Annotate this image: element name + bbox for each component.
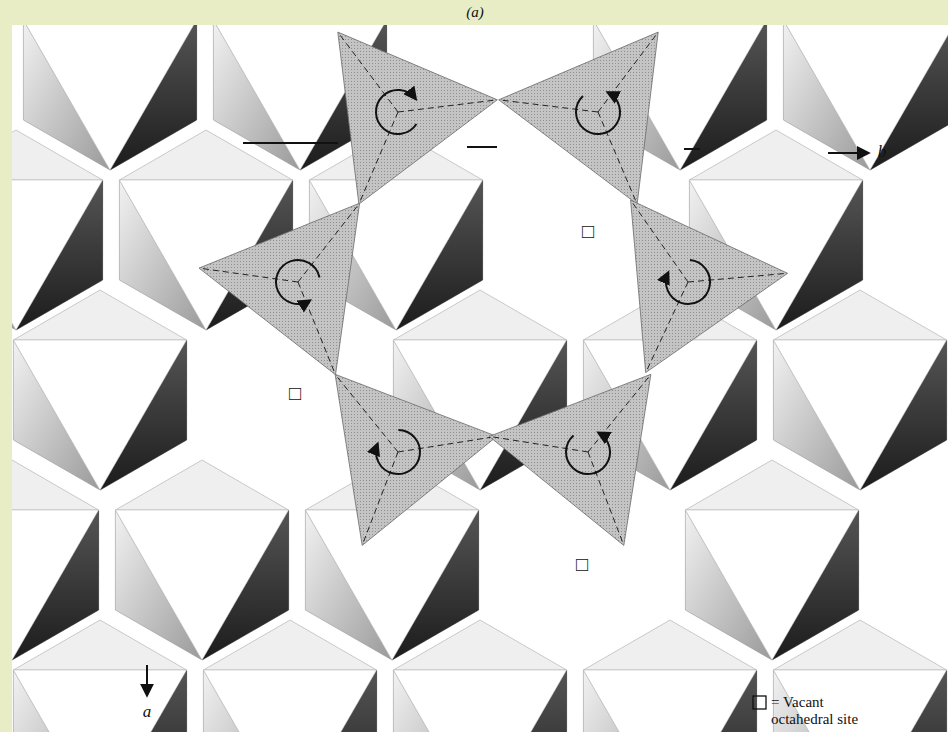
octahedron	[13, 290, 186, 490]
axis-label: b	[878, 143, 887, 162]
rotation-arrow	[376, 90, 416, 134]
vacant-site-mark: □	[582, 220, 594, 242]
tetrahedron	[631, 200, 788, 373]
octahedron	[23, 25, 196, 170]
octahedron	[115, 460, 288, 660]
vacant-site-mark: □	[576, 553, 588, 575]
tetrahedron	[489, 374, 651, 545]
rotation-arrow	[666, 260, 710, 304]
octahedron	[203, 620, 376, 732]
tetrahedron	[335, 374, 497, 545]
octahedron	[773, 290, 946, 490]
octahedron	[393, 620, 566, 732]
rotation-arrow	[576, 92, 620, 134]
axis-label: a	[143, 703, 152, 722]
rotation-arrow	[566, 433, 610, 474]
axis-marks	[147, 143, 868, 695]
panel-label: (a)	[466, 4, 484, 21]
rotation-arrow	[376, 430, 420, 474]
legend-text: = Vacant octahedral site	[771, 694, 889, 727]
octahedron	[685, 460, 858, 660]
tetrahedron	[338, 32, 498, 204]
tetrahedron	[199, 203, 360, 375]
octahedron	[583, 620, 756, 732]
rotation-arrow	[276, 260, 320, 304]
tetrahedron	[499, 32, 659, 204]
octahedron	[13, 620, 186, 732]
legend-swatch	[753, 696, 766, 709]
vacant-site-mark: □	[289, 382, 301, 404]
